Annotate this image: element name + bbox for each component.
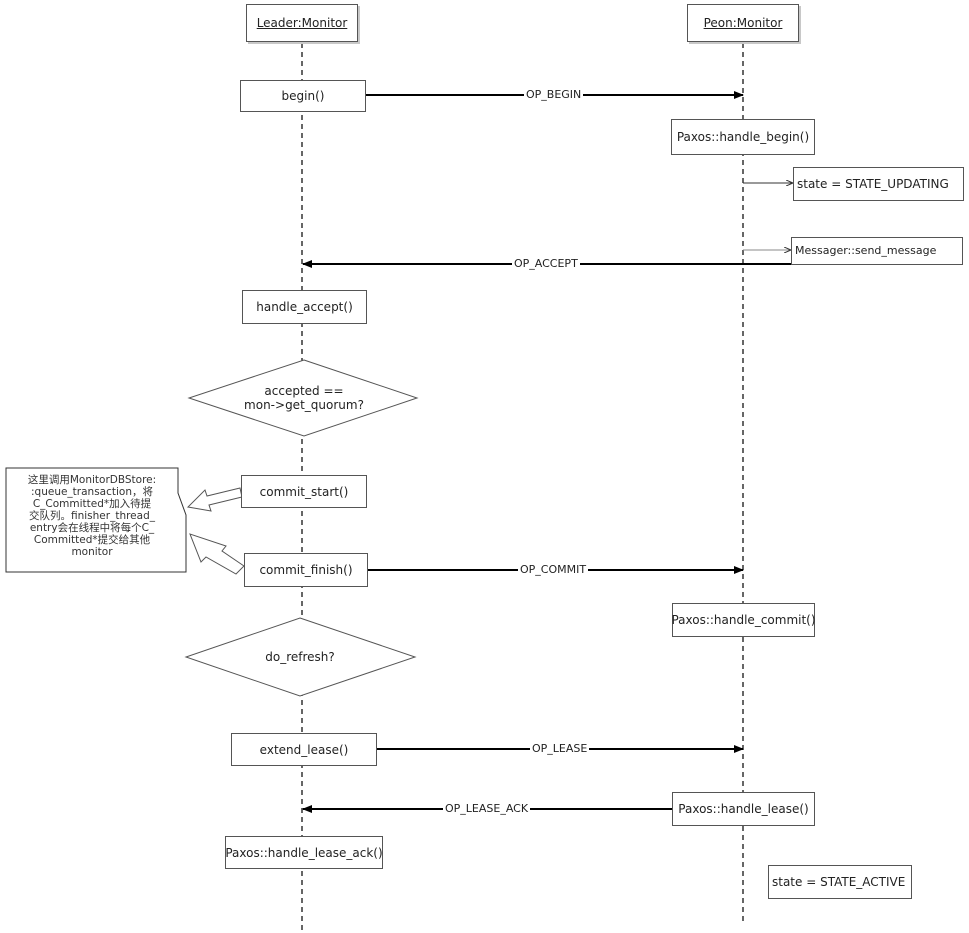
op-begin-label: OP_BEGIN [524, 88, 584, 101]
commit-start-pointer-arrow [186, 487, 243, 512]
note-line-7: monitor [71, 546, 113, 558]
handle-commit-box: Paxos::handle_commit() [671, 603, 816, 637]
note-line-6: Committed*提交给其他 [33, 534, 151, 546]
peon-lifeline-label: Peon:Monitor [703, 16, 783, 30]
op-lease-ack-label: OP_LEASE_ACK [443, 802, 531, 815]
handle-lease-ack-box: Paxos::handle_lease_ack() [225, 836, 383, 869]
decision-do-refresh-text: do_refresh? [220, 650, 380, 664]
decision-accepted-text: accepted == mon->get_quorum? [219, 384, 389, 412]
commit-start-label: commit_start() [259, 484, 349, 499]
peon-lifeline-head: Peon:Monitor [687, 4, 799, 42]
decision-accepted-line1: accepted == [264, 384, 344, 398]
op-accept-label: OP_ACCEPT [512, 257, 580, 270]
leader-lifeline-label: Leader:Monitor [256, 16, 348, 30]
extend-lease-label: extend_lease() [259, 742, 349, 757]
note-line-1: 这里调用MonitorDBStore: [27, 474, 157, 486]
handle-accept-label: handle_accept() [256, 300, 353, 314]
state-active-box: state = STATE_ACTIVE [768, 865, 912, 899]
note-text: 这里调用MonitorDBStore: :queue_transaction，将… [8, 474, 176, 558]
send-message-box: Messager::send_message [791, 237, 963, 265]
handle-lease-box: Paxos::handle_lease() [672, 792, 815, 826]
decision-do-refresh-label: do_refresh? [265, 650, 335, 664]
handle-begin-label: Paxos::handle_begin() [676, 130, 810, 144]
handle-lease-ack-label: Paxos::handle_lease_ack() [225, 845, 383, 860]
note-callout-shape [5, 467, 187, 573]
commit-start-box: commit_start() [241, 475, 367, 508]
note-line-3: C_Committed*加入待提 [32, 498, 152, 510]
decision-accepted-diamond [187, 359, 419, 437]
handle-lease-label: Paxos::handle_lease() [678, 802, 809, 816]
op-commit-label: OP_COMMIT [518, 563, 589, 576]
note-line-4: 交队列。finisher_thread_ [28, 510, 155, 522]
leader-lifeline-head: Leader:Monitor [246, 4, 358, 42]
send-message-label: Messager::send_message [795, 244, 937, 257]
commit-finish-pointer-arrow [189, 533, 245, 575]
decision-accepted-line2: mon->get_quorum? [244, 398, 364, 412]
handle-accept-box: handle_accept() [242, 290, 367, 324]
decision-do-refresh-diamond [184, 617, 417, 697]
begin-label: begin() [281, 89, 325, 103]
commit-finish-label: commit_finish() [259, 563, 353, 577]
note-line-5: entry会在线程中将每个C_ [29, 522, 155, 534]
handle-commit-label: Paxos::handle_commit() [671, 613, 816, 627]
state-updating-box: state = STATE_UPDATING [793, 167, 964, 201]
extend-lease-box: extend_lease() [231, 733, 377, 766]
note-line-2: :queue_transaction，将 [31, 486, 153, 498]
commit-finish-box: commit_finish() [244, 553, 368, 587]
state-updating-label: state = STATE_UPDATING [797, 177, 949, 191]
begin-box: begin() [240, 80, 366, 112]
state-active-label: state = STATE_ACTIVE [772, 875, 906, 889]
handle-begin-box: Paxos::handle_begin() [671, 119, 815, 155]
op-lease-label: OP_LEASE [530, 742, 590, 755]
